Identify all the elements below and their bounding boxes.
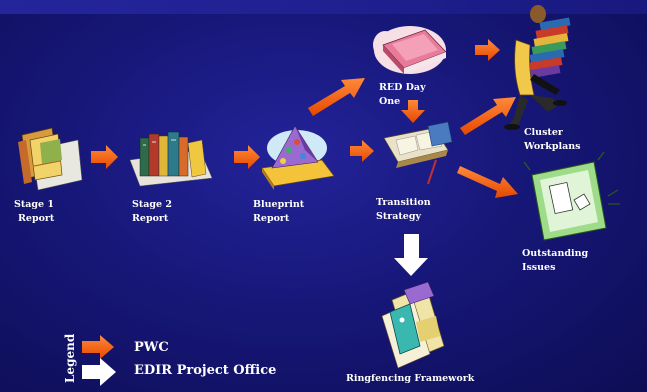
stage1-label-line2: Report [18, 213, 55, 224]
legend-arrow-edir [82, 358, 116, 386]
folder-documents-icon [381, 281, 445, 369]
red-day-one-label: RED Day One [379, 81, 426, 109]
red-day-one-label-line2: One [379, 96, 401, 107]
arrow-red-to-transition [401, 100, 425, 123]
arrow-stage1-to-stage2 [91, 145, 118, 169]
stage1-label: Stage 1 Report [14, 198, 54, 226]
pink-book-icon [373, 26, 447, 74]
stage1-label-line1: Stage 1 [14, 199, 55, 210]
blueprint-label: Blueprint Report [253, 198, 304, 226]
legend-title: Legend [63, 333, 77, 383]
arrow-stage2-to-blueprint [234, 145, 260, 169]
blueprint-label-line1: Blueprint [253, 199, 305, 210]
transition-label: Transition Strategy [376, 196, 431, 224]
legend-pwc-label: PWC [134, 340, 169, 355]
stage2-label: Stage 2 Report [132, 198, 172, 226]
outstanding-label-line2: Issues [522, 262, 556, 273]
transition-label-line2: Strategy [376, 211, 422, 222]
blueprint-pyramid-icon [261, 125, 335, 190]
transition-label-line1: Transition [376, 197, 431, 208]
arrow-transition-to-cluster [460, 97, 516, 135]
cluster-label: Cluster Workplans [524, 126, 580, 154]
ringfencing-label: Ringfencing Framework [346, 372, 474, 386]
worker-carrying-books-icon [504, 5, 571, 130]
books-icon [129, 131, 213, 187]
arrow-transition-to-outstanding [457, 166, 518, 198]
arrow-red-to-cluster [475, 39, 500, 61]
arrow-blueprint-to-red-day [308, 78, 365, 116]
cluster-label-line2: Workplans [524, 141, 581, 152]
stage2-label-line1: Stage 2 [132, 199, 173, 210]
red-day-one-label-line1: RED Day [379, 82, 426, 93]
stage2-label-line2: Report [132, 213, 169, 224]
open-book-icon [383, 121, 453, 185]
outstanding-label-line1: Outstanding [522, 248, 589, 259]
legend-arrow-pwc [82, 335, 114, 359]
arrow-blueprint-to-transition [350, 140, 374, 162]
legend-edir-label: EDIR Project Office [134, 363, 277, 378]
blueprint-label-line2: Report [253, 213, 290, 224]
outstanding-label: Outstanding Issues [522, 247, 588, 275]
ringfencing-label-line1: Ringfencing Framework [346, 373, 475, 384]
report-papers-icon [18, 127, 83, 191]
whiteboard-icon [523, 151, 620, 241]
arrow-transition-to-ringfencing [394, 234, 428, 276]
cluster-label-line1: Cluster [524, 127, 563, 138]
